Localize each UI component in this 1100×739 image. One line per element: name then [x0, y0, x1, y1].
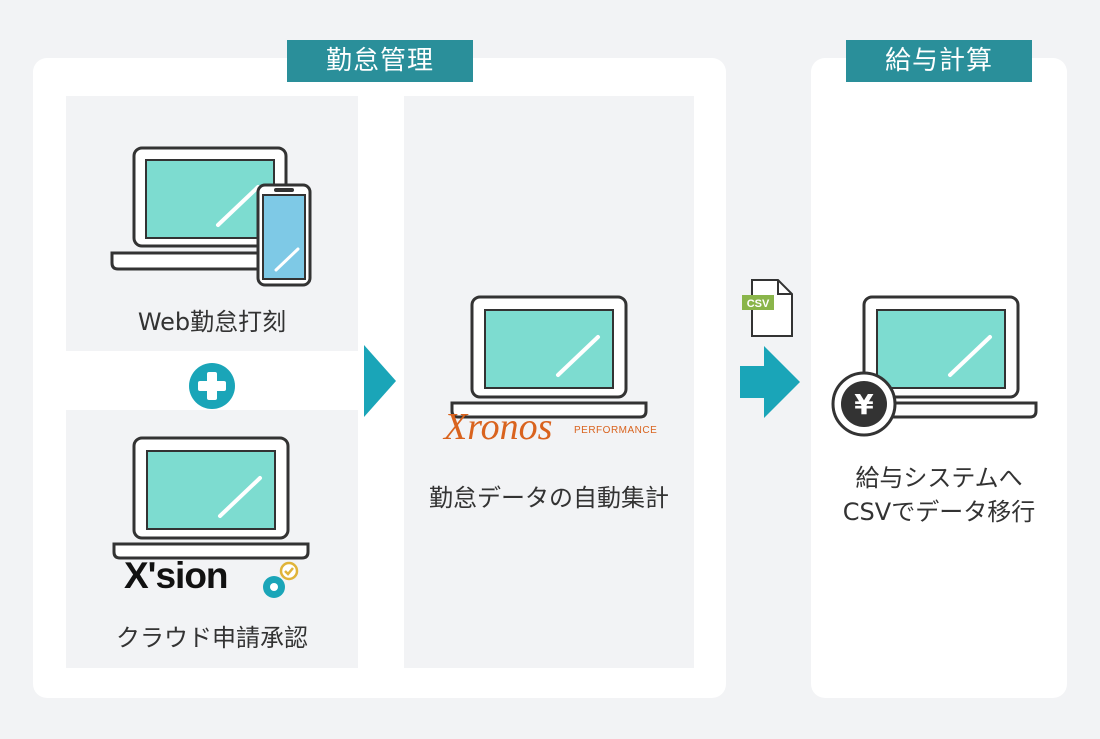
laptop-icon [112, 436, 310, 560]
xronos-logo-text: Xronos [444, 406, 553, 448]
payroll-label-line1: 給与システムへ [855, 464, 1023, 492]
laptop-icon [842, 295, 1038, 419]
yen-symbol: ¥ [854, 388, 874, 421]
payroll-label-line2: CSVでデータ移行 [842, 498, 1036, 526]
yen-coin-icon: ¥ [831, 371, 897, 437]
arrow-right-icon [364, 345, 396, 417]
arrow-right-icon [740, 346, 800, 418]
plus-icon [189, 363, 235, 409]
xronos-logo: Xronos PERFORMANCE [444, 405, 664, 449]
xsion-logo-text: X'sion [124, 555, 229, 596]
kintai-section-tag: 勤怠管理 [287, 40, 473, 82]
xsion-logo: X'sion [124, 553, 304, 603]
xronos-logo-subtext: PERFORMANCE [574, 425, 658, 436]
kyuyo-section-tag: 給与計算 [846, 40, 1032, 82]
csv-file-label: CSV [747, 298, 770, 310]
laptop-phone-icon [110, 146, 312, 287]
web-clock-label: Web勤怠打刻 [137, 308, 287, 336]
csv-file-icon: CSV [742, 279, 793, 337]
xronos-label: 勤怠データの自動集計 [429, 484, 669, 512]
xsion-mark-icon [263, 561, 299, 598]
xsion-label: クラウド申請承認 [116, 624, 308, 652]
laptop-icon [450, 295, 648, 419]
